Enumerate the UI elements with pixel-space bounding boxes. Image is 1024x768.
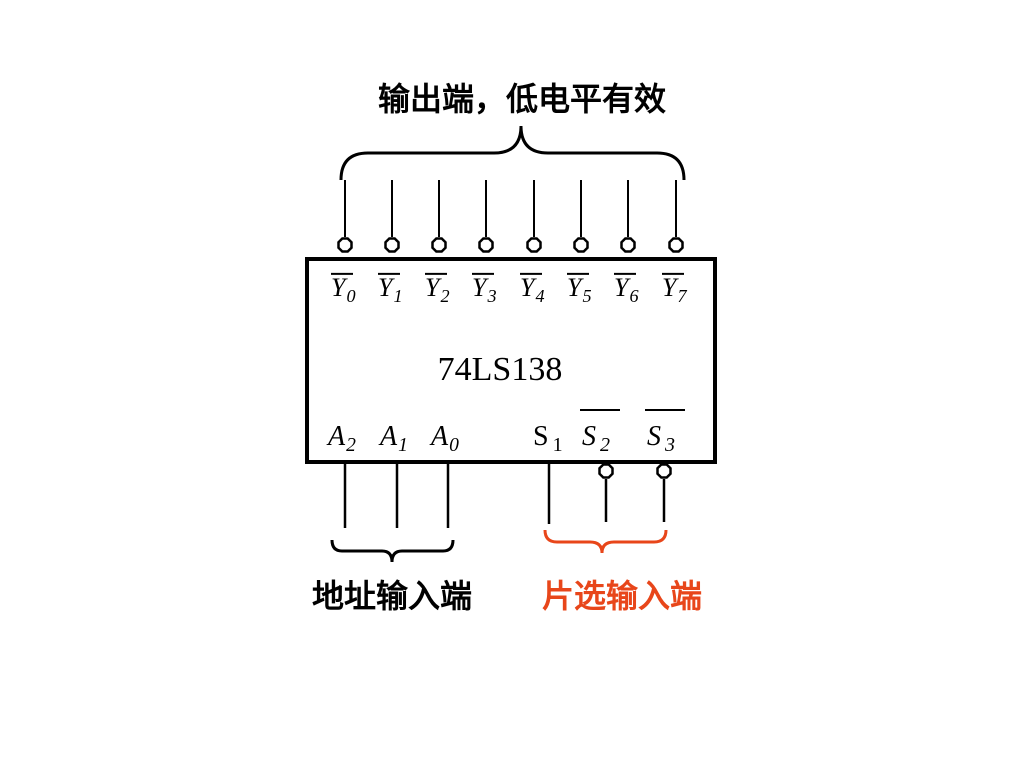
- output-bubble: [526, 237, 542, 253]
- outputs-letter: Y: [520, 273, 537, 302]
- outputs-subscript: 0: [346, 286, 355, 306]
- outputs-label-1: Y1: [378, 273, 403, 306]
- outputs-label-4: Y4: [520, 273, 545, 306]
- outputs-letter: Y: [472, 273, 489, 302]
- outputs-label-7: Y7: [662, 273, 687, 306]
- output-pins: [337, 180, 684, 253]
- outputs-label-3: Y3: [472, 273, 497, 306]
- output-brace: [339, 125, 686, 181]
- output-bubble: [668, 237, 684, 253]
- address-input-label: 地址输入端: [312, 577, 472, 615]
- select-input-label: 片选输入端: [542, 577, 702, 615]
- select-bubble: [656, 463, 672, 479]
- chip-name: 74LS138: [438, 351, 563, 388]
- outputs-subscript: 5: [582, 286, 591, 306]
- address_inputs-label-0: A2: [326, 421, 356, 456]
- output-bubble: [573, 237, 589, 253]
- outputs-letter: Y: [567, 273, 584, 302]
- outputs-letter: Y: [614, 273, 631, 302]
- address_inputs-label-1: A1: [378, 421, 408, 456]
- outputs-label-6: Y6: [614, 273, 639, 306]
- select_inputs-subscript: 1: [553, 434, 563, 456]
- select_inputs-subscript: 2: [600, 434, 610, 456]
- select_inputs-letter: S: [647, 421, 661, 452]
- outputs-subscript: 2: [440, 286, 449, 306]
- address_inputs-letter: A: [378, 421, 398, 452]
- outputs-subscript: 3: [486, 286, 496, 306]
- output-title: 输出端，低电平有效: [378, 80, 666, 118]
- output-bubble: [478, 237, 494, 253]
- outputs-letter: Y: [378, 273, 395, 302]
- output-bubble: [431, 237, 447, 253]
- outputs-letter: Y: [425, 273, 442, 302]
- chip-body: [305, 257, 717, 464]
- select-brace: [543, 529, 668, 554]
- address_inputs-letter: A: [429, 421, 449, 452]
- outputs-label-0: Y0: [331, 273, 356, 306]
- output-bubble: [337, 237, 353, 253]
- address_inputs-subscript: 1: [398, 435, 408, 456]
- output-bubble: [620, 237, 636, 253]
- address_inputs-label-2: A0: [429, 421, 459, 456]
- address_inputs-subscript: 0: [449, 435, 459, 456]
- address_inputs-subscript: 2: [346, 435, 356, 456]
- outputs-subscript: 4: [535, 286, 544, 306]
- outputs-letter: Y: [331, 273, 348, 302]
- select-bubble: [598, 463, 614, 479]
- output-bubble: [384, 237, 400, 253]
- select_inputs-letter: S: [533, 421, 549, 452]
- address-brace: [330, 539, 455, 563]
- outputs-subscript: 7: [677, 286, 687, 306]
- outputs-letter: Y: [662, 273, 679, 302]
- address_inputs-letter: A: [326, 421, 346, 452]
- outputs-label-5: Y5: [567, 273, 592, 306]
- outputs-subscript: 6: [629, 286, 638, 306]
- outputs-label-2: Y2: [425, 273, 450, 306]
- select_inputs-subscript: 3: [664, 434, 675, 456]
- select_inputs-letter: S: [582, 421, 596, 452]
- outputs-subscript: 1: [393, 286, 402, 306]
